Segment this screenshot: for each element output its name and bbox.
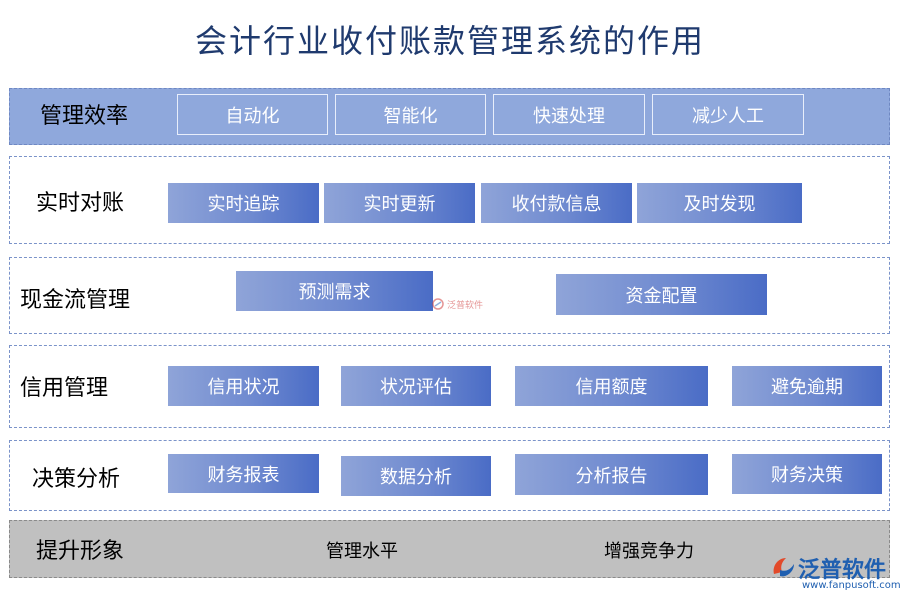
item-financial-decision: 财务决策: [732, 454, 882, 494]
watermark: 泛普软件: [432, 293, 492, 315]
row-label-decision-analysis: 决策分析: [32, 467, 121, 492]
row-label-improve-image: 提升形象: [36, 539, 125, 564]
watermark-text: 泛普软件: [447, 300, 484, 311]
item-payment-info: 收付款信息: [481, 183, 632, 223]
item-avoid-overdue: 避免逾期: [732, 366, 882, 406]
brand-logo-url: www.fanpusoft.com: [802, 580, 900, 591]
item-intelligent: 智能化: [335, 94, 486, 135]
item-fast-processing: 快速处理: [493, 94, 645, 135]
item-realtime-tracking: 实时追踪: [168, 183, 319, 223]
item-fund-allocation: 资金配置: [556, 274, 767, 315]
brand-logo: 泛普软件 www.fanpusoft.com: [770, 552, 900, 596]
item-data-analysis: 数据分析: [341, 456, 491, 496]
brand-logo-name: 泛普软件: [798, 558, 887, 583]
item-realtime-update: 实时更新: [324, 183, 475, 223]
item-credit-status: 信用状况: [168, 366, 319, 406]
item-timely-discovery: 及时发现: [637, 183, 802, 223]
item-reduce-labor: 减少人工: [652, 94, 804, 135]
row-management-efficiency: [9, 88, 890, 145]
item-financial-statements: 财务报表: [168, 454, 319, 493]
row-improve-image: [9, 520, 890, 578]
brand-logo-icon: [773, 558, 794, 577]
item-credit-limit: 信用额度: [515, 366, 708, 406]
item-status-assessment: 状况评估: [341, 366, 491, 406]
row-label-credit-management: 信用管理: [20, 376, 109, 401]
watermark-logo-icon: [432, 298, 444, 310]
row-label-cashflow-management: 现金流管理: [20, 288, 131, 313]
row-label-realtime-reconciliation: 实时对账: [36, 191, 125, 216]
diagram-title: 会计行业收付账款管理系统的作用: [194, 22, 705, 60]
item-forecast-demand: 预测需求: [236, 271, 433, 311]
item-competitiveness: 增强竞争力: [604, 541, 694, 562]
item-automation: 自动化: [177, 94, 328, 135]
item-management-level: 管理水平: [326, 541, 398, 562]
item-analysis-report: 分析报告: [515, 454, 708, 495]
row-label-management-efficiency: 管理效率: [40, 104, 129, 129]
